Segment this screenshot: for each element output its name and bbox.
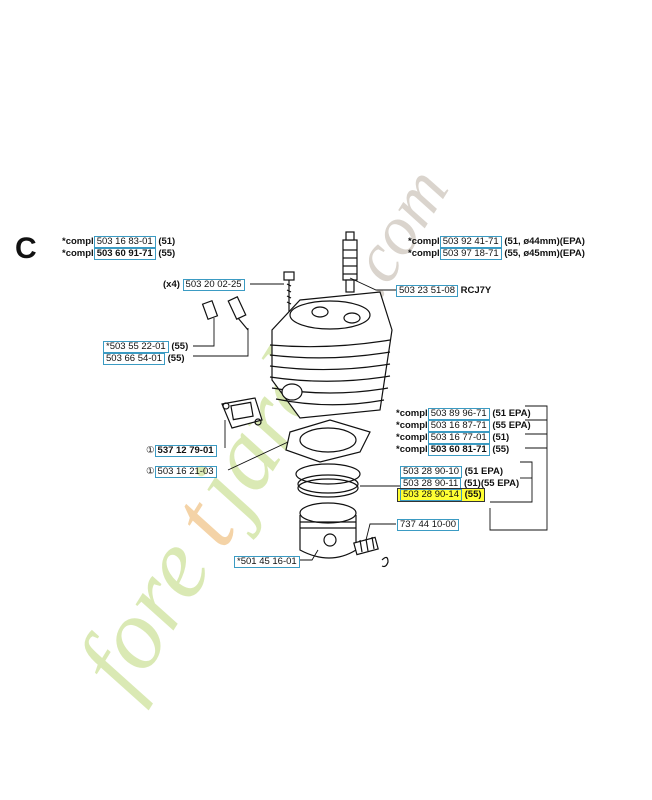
label-suffix: (51) bbox=[158, 236, 176, 247]
needle-bearing-drawing bbox=[353, 536, 379, 556]
label-prefix: *compl bbox=[396, 444, 428, 455]
part-number-text: 503 55 22-01 bbox=[109, 341, 166, 352]
label-suffix: (51 EPA) bbox=[492, 408, 531, 419]
screw-label: (x4) 503 20 02-25 bbox=[163, 279, 245, 291]
label-suffix: (55, ø45mm)(EPA) bbox=[504, 248, 585, 259]
label-suffix: (51)(55 EPA) bbox=[463, 478, 520, 489]
label-suffix: (55) bbox=[167, 353, 185, 364]
label-suffix: (51) bbox=[492, 432, 510, 443]
part-number[interactable]: 503 92 41-71 bbox=[439, 236, 502, 248]
label-suffix: (55) bbox=[158, 248, 176, 259]
label-prefix: *compl bbox=[62, 236, 94, 247]
decomp-valve-drawing bbox=[201, 296, 249, 331]
part-number[interactable]: 503 16 87-71 bbox=[427, 420, 490, 432]
label-prefix: * bbox=[106, 341, 110, 352]
part-number[interactable]: *501 45 16-01 bbox=[234, 556, 300, 568]
label-prefix: * bbox=[237, 556, 241, 567]
circlip-label: 737 44 10-00 bbox=[397, 519, 459, 531]
part-number-text: 501 45 16-01 bbox=[240, 556, 297, 567]
label-suffix: (55) bbox=[464, 489, 482, 500]
part-number[interactable]: 503 60 81-71 bbox=[427, 444, 490, 456]
part-number[interactable]: 503 16 77-01 bbox=[427, 432, 490, 444]
label-prefix: *compl bbox=[62, 248, 94, 259]
cylinder-drawing bbox=[269, 291, 393, 419]
section-letter: C bbox=[15, 232, 37, 265]
label-prefix: *compl bbox=[396, 408, 428, 419]
ring-label-1: 503 28 90-10 (51 EPA) bbox=[400, 466, 503, 478]
spark-plug-label: 503 23 51-08 RCJ7Y bbox=[396, 285, 491, 297]
label-prefix: *compl bbox=[396, 432, 428, 443]
part-number[interactable]: 503 16 21-03 bbox=[154, 466, 217, 478]
bearing-label: *501 45 16-01 bbox=[234, 556, 300, 568]
circlip-drawing bbox=[381, 556, 389, 568]
label-suffix: (55 EPA) bbox=[492, 420, 531, 431]
base-gasket-drawing bbox=[285, 419, 371, 463]
ring-label-3-highlighted: 503 28 90-14 (55) bbox=[397, 488, 485, 502]
label-prefix: *compl bbox=[408, 248, 440, 259]
label-prefix: (x4) bbox=[163, 279, 180, 290]
part-number[interactable]: 503 97 18-71 bbox=[439, 248, 502, 260]
part-number[interactable]: 537 12 79-01 bbox=[154, 445, 217, 457]
part-number[interactable]: 503 28 90-10 bbox=[400, 466, 462, 478]
label-suffix: (51 EPA) bbox=[464, 466, 504, 477]
label-suffix: (55) bbox=[492, 444, 510, 455]
part-number[interactable]: 503 60 91-71 bbox=[93, 248, 156, 260]
part-number[interactable]: 503 89 96-71 bbox=[427, 408, 490, 420]
part-number[interactable]: 503 28 90-14 bbox=[400, 489, 462, 501]
label-prefix: ① bbox=[146, 466, 155, 477]
label-prefix: *compl bbox=[408, 236, 440, 247]
piston-rings-drawing bbox=[295, 463, 361, 498]
part-number[interactable]: 503 66 54-01 bbox=[103, 353, 165, 365]
label-suffix: (51, ø44mm)(EPA) bbox=[504, 236, 585, 247]
label-prefix: *compl bbox=[396, 420, 428, 431]
label-prefix: ① bbox=[146, 445, 155, 456]
label-suffix: RCJ7Y bbox=[460, 285, 492, 296]
part-number[interactable]: 503 16 83-01 bbox=[93, 236, 156, 248]
part-number[interactable]: *503 55 22-01 bbox=[103, 341, 169, 353]
decomp-label-1: *503 55 22-01 (55) bbox=[103, 341, 188, 353]
spark-plug-drawing bbox=[342, 231, 358, 293]
part-number[interactable]: 503 23 51-08 bbox=[396, 285, 458, 297]
exhaust-gasket-drawing bbox=[221, 397, 263, 429]
leader-lines bbox=[193, 277, 548, 561]
decomp-label-2: 503 66 54-01 (55) bbox=[103, 353, 185, 365]
part-number[interactable]: 737 44 10-00 bbox=[397, 519, 459, 531]
piston-drawing bbox=[299, 502, 357, 559]
label-suffix: (55) bbox=[171, 341, 189, 352]
part-number[interactable]: 503 20 02-25 bbox=[182, 279, 245, 291]
